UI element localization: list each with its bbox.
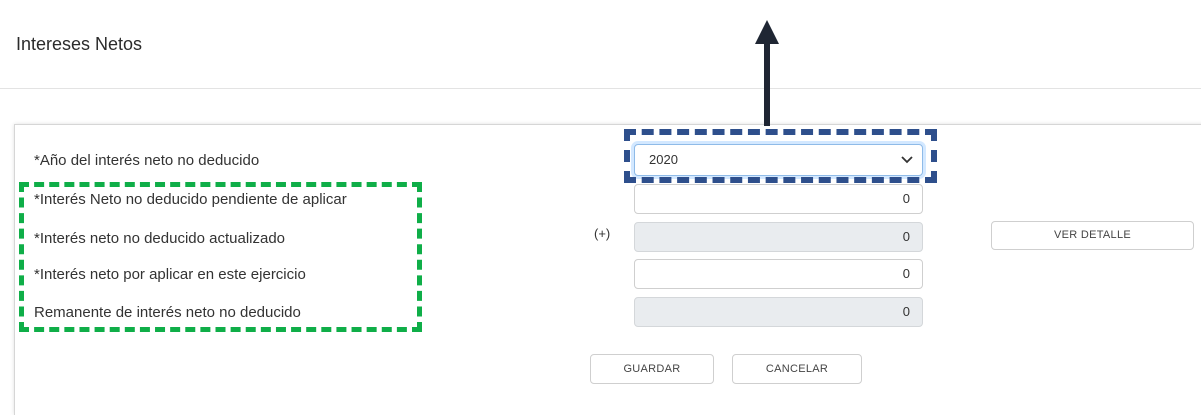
label-remaining: Remanente de interés neto no deducido <box>34 304 301 321</box>
label-updated: *Interés neto no deducido actualizado <box>34 230 286 247</box>
plus-prefix: (+) <box>594 226 611 241</box>
field-updated: 0 <box>634 222 923 252</box>
green-highlight-box <box>19 182 422 332</box>
label-year: *Año del interés neto no deducido <box>34 152 260 169</box>
chevron-down-icon <box>901 156 913 164</box>
field-pending[interactable]: 0 <box>634 184 923 214</box>
field-remaining: 0 <box>634 297 923 327</box>
guardar-button[interactable]: GUARDAR <box>590 354 714 384</box>
blue-highlight-box <box>624 129 937 183</box>
year-select-value: 2020 <box>649 152 678 167</box>
page-title: Intereses Netos <box>16 34 143 54</box>
year-select[interactable]: 2020 <box>634 144 923 176</box>
label-pending: *Interés Neto no deducido pendiente de a… <box>34 191 347 208</box>
arrow-up-icon <box>755 20 779 126</box>
ver-detalle-button[interactable]: VER DETALLE <box>991 221 1194 250</box>
header-divider <box>0 88 1201 89</box>
cancelar-button[interactable]: CANCELAR <box>732 354 862 384</box>
field-to-apply[interactable]: 0 <box>634 259 923 289</box>
label-to-apply: *Interés neto por aplicar en este ejerci… <box>34 266 306 283</box>
